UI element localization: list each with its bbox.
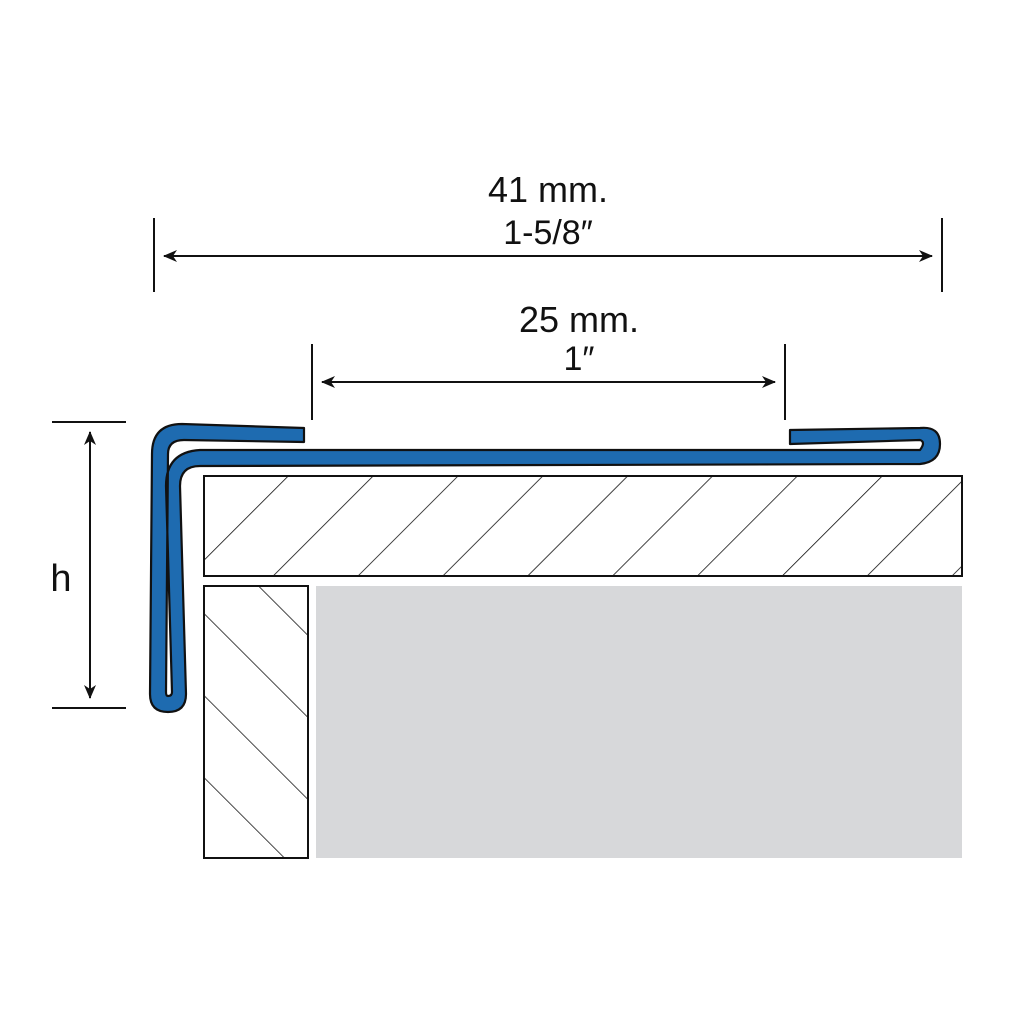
outer-width-imperial-label: 1-5/8″ [503, 214, 593, 252]
riser-board [203, 585, 309, 859]
tread-board [203, 475, 963, 577]
outer-width-metric-label: 41 mm. [487, 169, 609, 210]
inner-opening-metric-label: 25 mm. [518, 299, 640, 340]
inner-opening-imperial-label: 1″ [563, 340, 595, 378]
nosing-profile-body [148, 422, 942, 714]
height-label: h [50, 558, 72, 600]
substrate-block [316, 586, 962, 858]
